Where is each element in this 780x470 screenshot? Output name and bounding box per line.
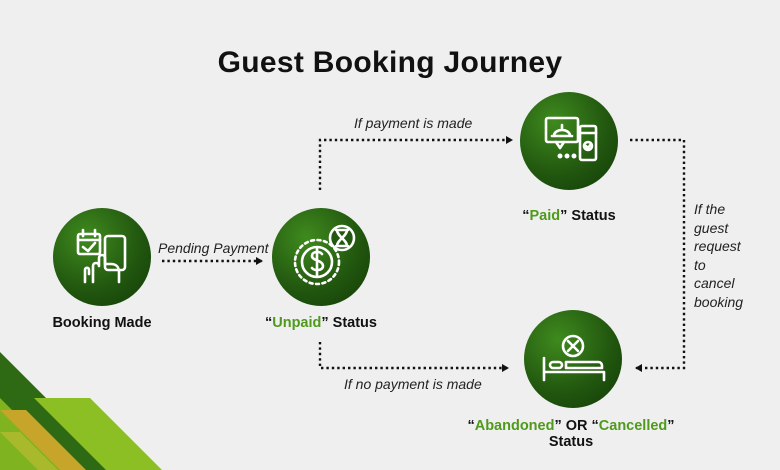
edge-label-no-payment: If no payment is made bbox=[344, 376, 482, 392]
unpaid-label: “Unpaid” Status bbox=[265, 315, 377, 331]
abandoned-node bbox=[524, 310, 622, 408]
paid-label: “Paid” Status bbox=[522, 208, 616, 224]
page-title: Guest Booking Journey bbox=[217, 46, 563, 79]
arrow-cancel bbox=[630, 138, 686, 372]
edge-label-cancel: If the guest request to cancel booking bbox=[694, 201, 744, 310]
arrow-no-payment bbox=[318, 342, 509, 372]
reception-bell-phone-icon bbox=[544, 116, 598, 162]
dollar-hourglass-icon bbox=[293, 224, 356, 286]
unpaid-node bbox=[272, 208, 370, 306]
booking-made-label: Booking Made bbox=[52, 315, 152, 331]
edge-label-payment-made: If payment is made bbox=[354, 115, 473, 131]
abandoned-label: “Abandoned” OR “Cancelled” Status bbox=[467, 418, 675, 450]
bed-cancel-icon bbox=[542, 334, 606, 382]
calendar-phone-icon bbox=[76, 228, 127, 284]
edge-label-pending: Pending Payment bbox=[158, 240, 269, 256]
booking-made-node bbox=[53, 208, 151, 306]
paid-node bbox=[520, 92, 618, 190]
arrow-payment-made bbox=[318, 136, 513, 190]
